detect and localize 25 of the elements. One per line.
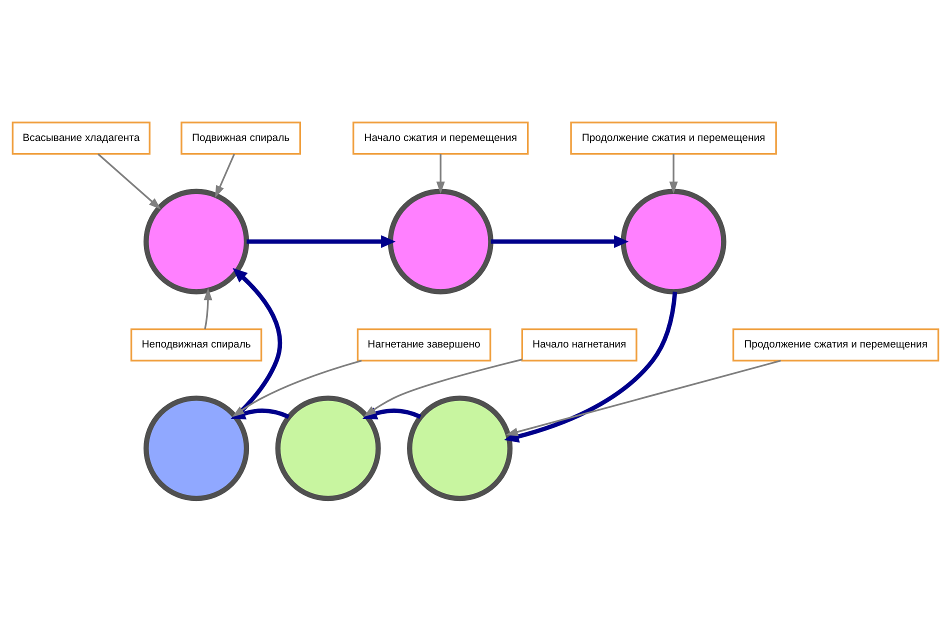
arrow <box>232 360 362 418</box>
arrow <box>506 360 781 436</box>
arrow <box>490 235 629 248</box>
arrow <box>436 154 445 194</box>
node-box: Продолжение сжатия и перемещения <box>570 122 777 155</box>
arrow <box>215 154 236 198</box>
node-box: Подвижная спираль <box>180 122 302 155</box>
arrow <box>204 288 212 330</box>
node-circle <box>388 188 494 294</box>
node-box: Нагнетание завершено <box>356 328 492 362</box>
node-circle <box>275 396 381 502</box>
node-circle <box>620 188 726 294</box>
node-box: Продолжение сжатия и перемещения <box>732 328 940 362</box>
node-box: Неподвижная спираль <box>130 328 262 362</box>
node-box: Начало нагнетания <box>521 328 638 362</box>
node-box: Начало сжатия и перемещения <box>352 122 529 155</box>
arrow <box>364 358 522 417</box>
arrow <box>669 154 678 194</box>
node-box: Всасывание хладагента <box>12 122 151 155</box>
arrow <box>232 268 282 418</box>
arrow <box>504 292 678 443</box>
arrow <box>246 235 396 248</box>
node-circle <box>407 396 513 502</box>
arrow <box>98 153 161 210</box>
node-circle <box>144 396 250 502</box>
